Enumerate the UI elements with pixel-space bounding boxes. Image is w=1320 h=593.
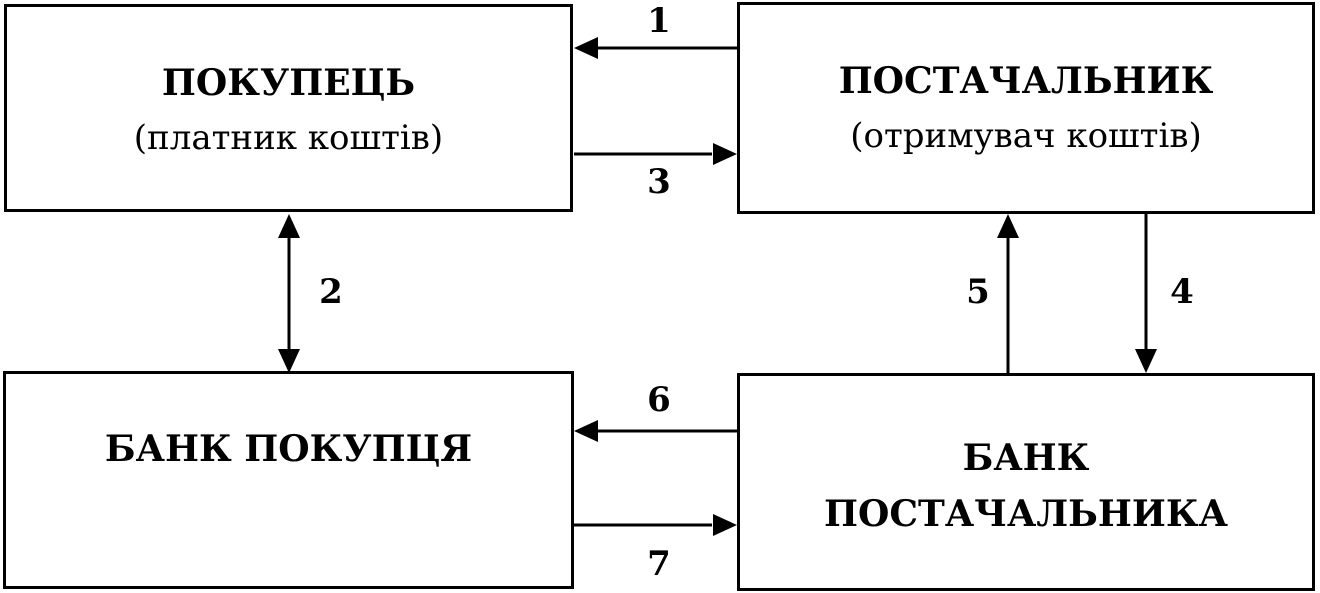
flow-label-4: 4 — [1170, 272, 1194, 312]
flow-arrow-7: 7 — [574, 514, 737, 584]
flow-arrow-6: 6 — [574, 380, 737, 442]
flow-arrow-5: 5 — [966, 214, 1019, 373]
supplier-title: ПОСТАЧАЛЬНИК — [838, 59, 1214, 102]
flow-arrow-3: 3 — [574, 143, 737, 202]
supplier-bank-box: БАНК ПОСТАЧАЛЬНИКА — [737, 373, 1315, 591]
buyer-box: ПОКУПЕЦЬ (платник коштів) — [4, 4, 573, 212]
buyer-subtitle: (платник коштів) — [133, 117, 444, 158]
flow-label-1: 1 — [647, 1, 671, 41]
supplier-box: ПОСТАЧАЛЬНИК (отримувач коштів) — [737, 2, 1315, 214]
supplier-bank-title-line2: ПОСТАЧАЛЬНИКА — [824, 493, 1228, 535]
buyer-bank-box: БАНК ПОКУПЦЯ — [3, 371, 574, 589]
flow-label-5: 5 — [966, 272, 990, 312]
flow-label-7: 7 — [647, 544, 671, 584]
supplier-bank-title-line1: БАНК — [962, 437, 1090, 480]
flow-label-6: 6 — [647, 380, 671, 420]
flow-label-2: 2 — [319, 272, 343, 312]
flow-arrow-2: 2 — [278, 214, 343, 373]
flow-label-3: 3 — [647, 162, 671, 202]
buyer-bank-title: БАНК ПОКУПЦЯ — [104, 428, 473, 470]
flow-arrow-1: 1 — [574, 1, 737, 59]
supplier-subtitle: (отримувач коштів) — [850, 115, 1202, 156]
flow-arrow-4: 4 — [1135, 214, 1194, 373]
buyer-title: ПОКУПЕЦЬ — [161, 61, 416, 104]
